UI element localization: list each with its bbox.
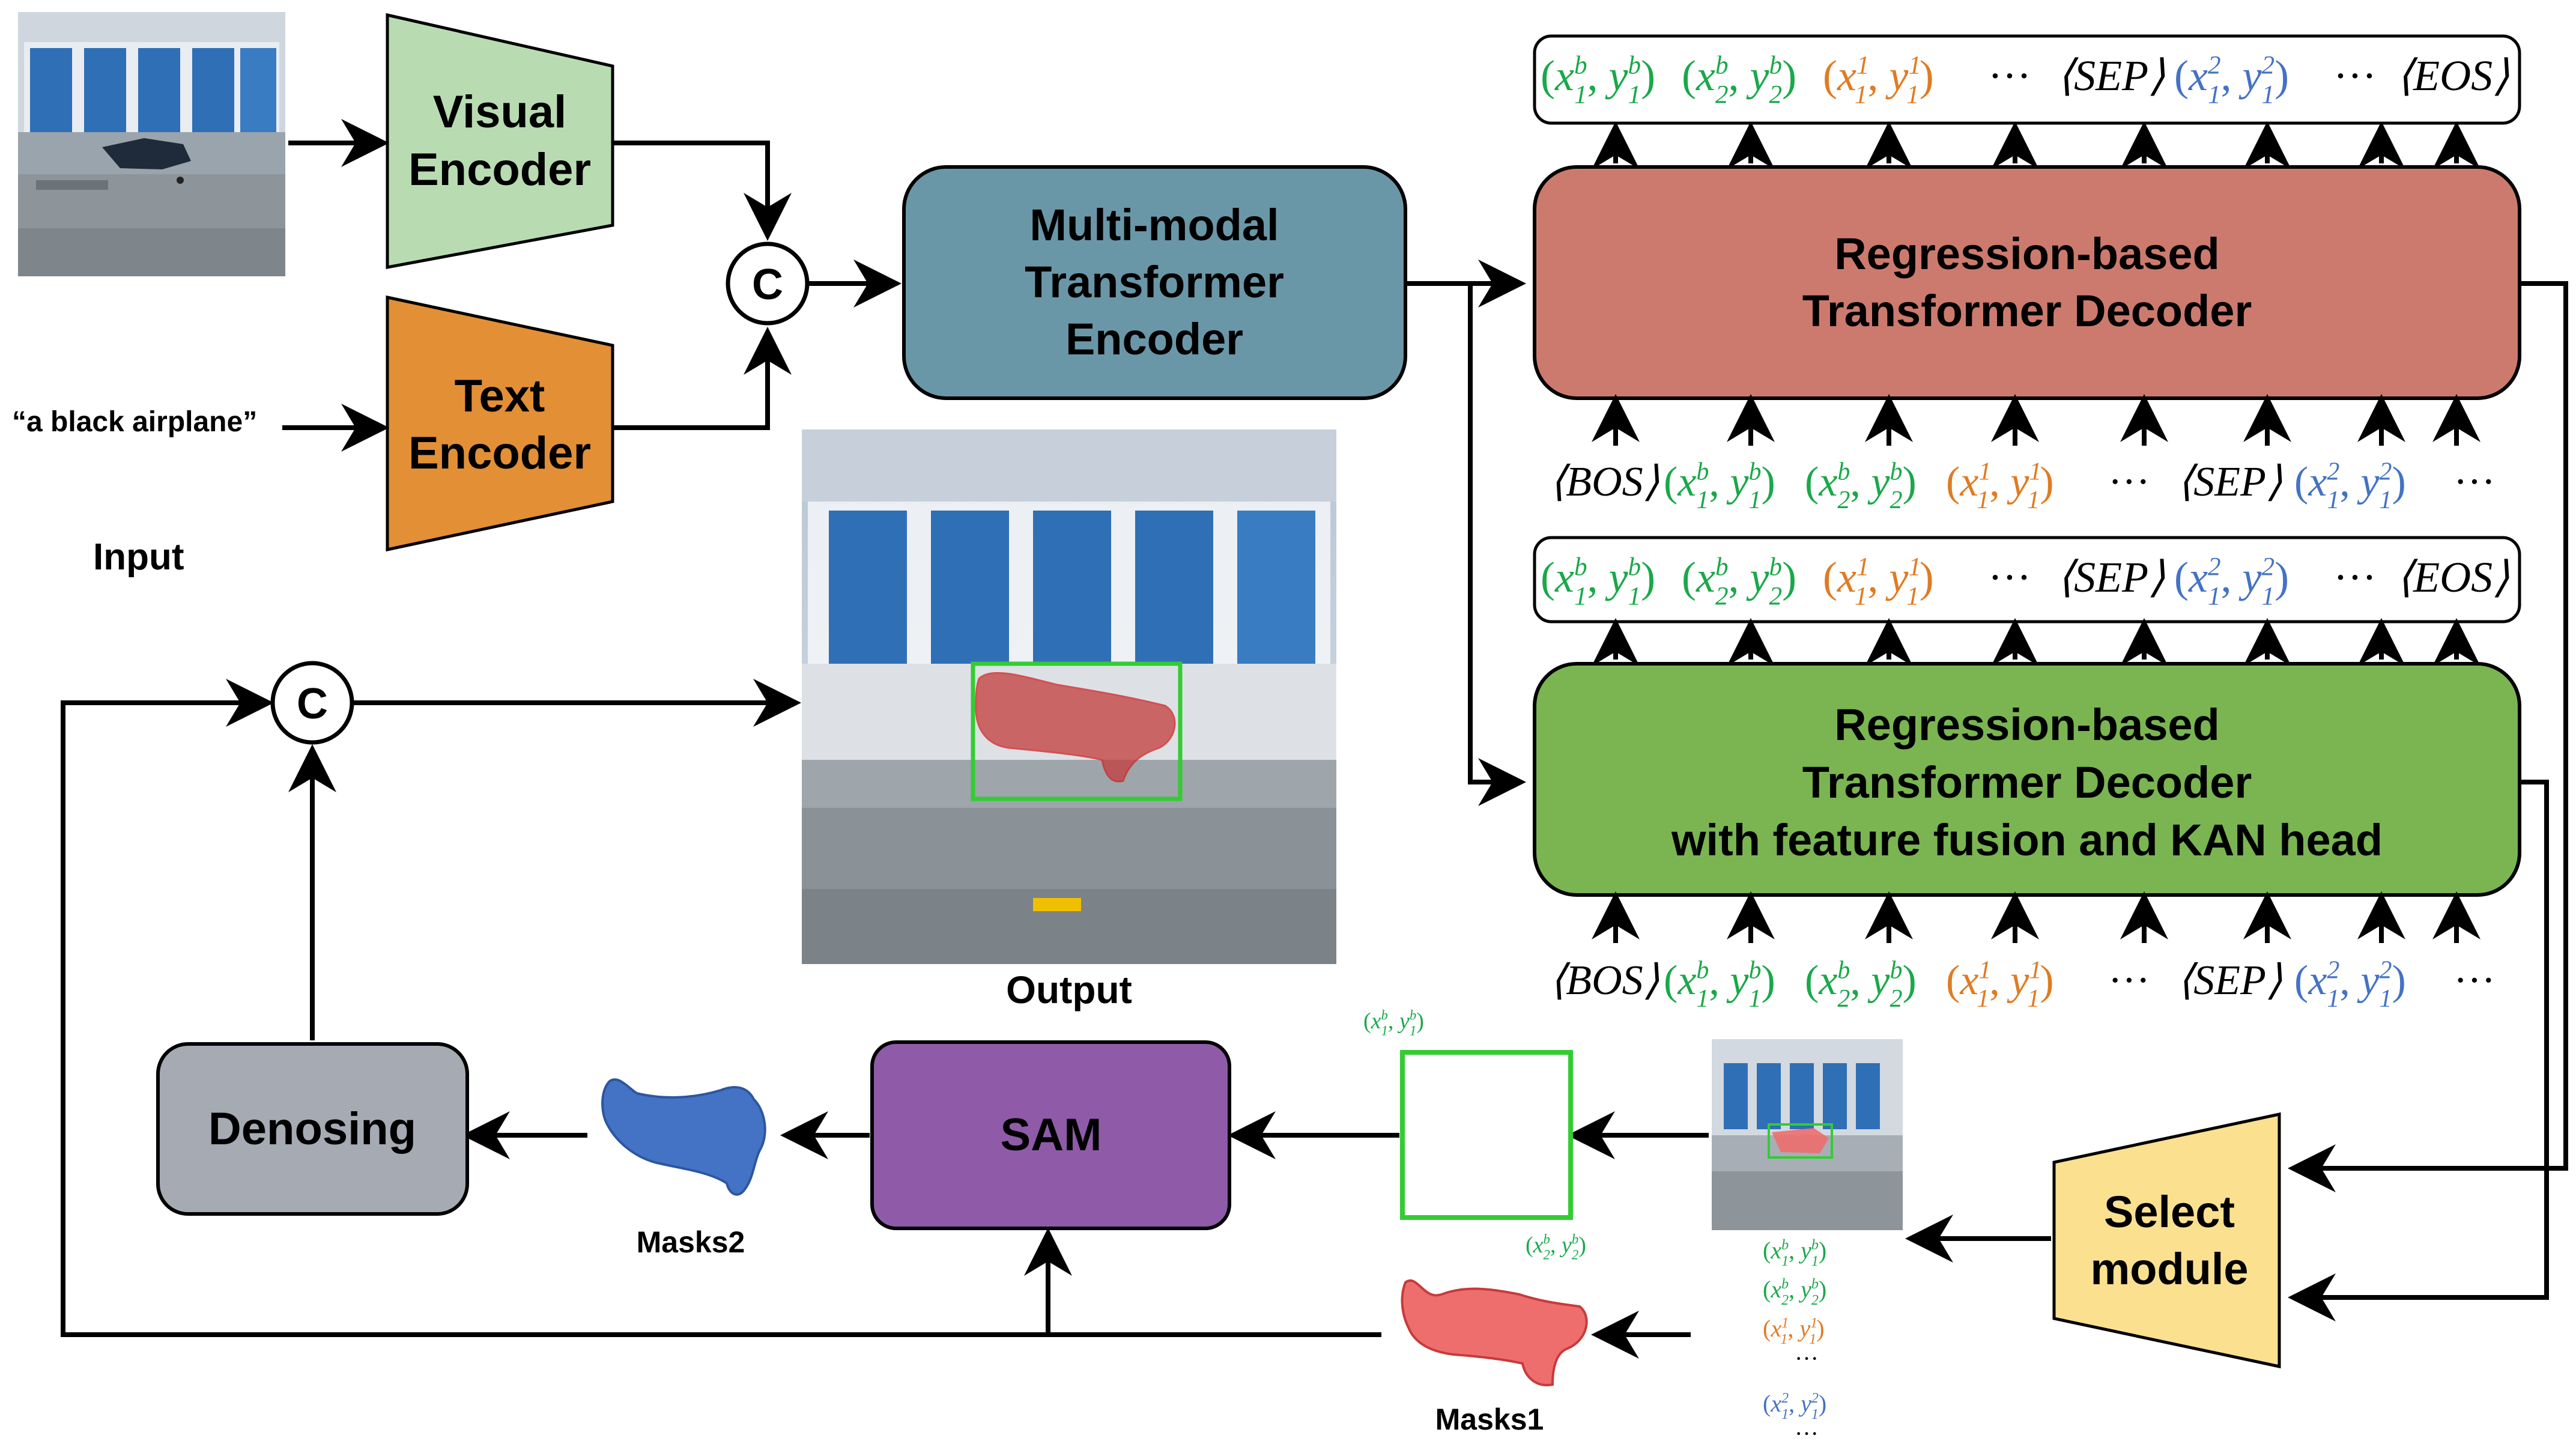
- masks2-label: Masks2: [637, 1225, 745, 1259]
- visual-encoder-label-line1: Visual: [433, 86, 567, 138]
- token-dots: ···: [2108, 459, 2150, 505]
- selected-image-thumbnail: [1712, 1039, 1903, 1230]
- regression-decoder-2: Regression-based Transformer Decoder wit…: [1533, 662, 2521, 897]
- output-label: Output: [1006, 968, 1132, 1012]
- token-dots: ···: [1988, 52, 2031, 100]
- token-bos: ⟨BOS⟩: [1550, 957, 1659, 1004]
- list-dots: ···: [1795, 1345, 1819, 1372]
- mm-encoder-label-line1: Multi-modal: [1029, 200, 1279, 250]
- output-image: [802, 429, 1336, 964]
- visual-encoder-label-line2: Encoder: [408, 144, 591, 195]
- text-encoder: Text Encoder: [386, 295, 614, 552]
- concat-node-top: C: [726, 241, 810, 326]
- token-sep: ⟨SEP⟩: [2177, 459, 2282, 505]
- token-dots: ···: [2453, 957, 2496, 1004]
- arrow-masks1-loop: [61, 679, 1381, 1337]
- regression-decoder-1: Regression-based Transformer Decoder: [1533, 165, 2521, 400]
- arrow-text-to-concat: [614, 327, 792, 430]
- token-sep: ⟨SEP⟩: [2177, 957, 2282, 1004]
- token-dots: ···: [2453, 459, 2496, 505]
- svg-text:C: C: [297, 680, 328, 728]
- decoder1-label-line2: Transformer Decoder: [1802, 286, 2252, 336]
- decoder1-input-arrows: [1592, 394, 2481, 446]
- token-sep: ⟨SEP⟩: [2057, 52, 2165, 100]
- arrow-decoder2-to-select: [2288, 780, 2549, 1321]
- token-dots: ···: [2333, 52, 2377, 100]
- decoder2-label-line3: with feature fusion and KAN head: [1671, 815, 2383, 865]
- input-image: [18, 12, 285, 276]
- decoder2-label-line1: Regression-based: [1834, 700, 2220, 750]
- mm-encoder-label-line3: Encoder: [1065, 314, 1243, 364]
- text-encoder-label-line2: Encoder: [408, 428, 591, 479]
- token-eos: ⟨EOS⟩: [2396, 553, 2509, 601]
- decoder2-output-arrows: [1592, 618, 2481, 666]
- decoder2-label-line2: Transformer Decoder: [1802, 757, 2252, 807]
- decoder2-input-arrows: [1592, 891, 2481, 943]
- visual-encoder: Visual Encoder: [386, 13, 614, 270]
- decoder1-label-line1: Regression-based: [1834, 229, 2220, 279]
- decoder1-output-arrows: [1592, 121, 2481, 169]
- concat-node-bottom: C: [270, 661, 354, 745]
- select-module-label-line2: module: [2090, 1244, 2248, 1294]
- mm-encoder-label-line2: Transformer: [1025, 257, 1284, 307]
- text-query: “a black airplane”: [12, 406, 257, 438]
- token-dots: ···: [1988, 553, 2031, 601]
- list-dots: ···: [1795, 1420, 1819, 1447]
- select-module: Select module: [2052, 1112, 2281, 1369]
- arrow-visual-to-concat: [614, 141, 792, 241]
- token-dots: ···: [2108, 957, 2150, 1004]
- token-sep: ⟨SEP⟩: [2057, 553, 2165, 601]
- mm-transformer-encoder: Multi-modal Transformer Encoder: [902, 165, 1407, 400]
- masks2: Masks2: [601, 1078, 766, 1259]
- arrow-mm-to-decoder2: [1407, 281, 1526, 806]
- token-bos: ⟨BOS⟩: [1550, 459, 1659, 505]
- select-module-label-line1: Select: [2104, 1187, 2235, 1237]
- denoising-module: Denosing: [156, 1042, 469, 1216]
- text-encoder-label-line1: Text: [455, 371, 545, 422]
- sam-module: SAM: [870, 1040, 1231, 1230]
- masks1-label: Masks1: [1435, 1403, 1544, 1436]
- svg-text:C: C: [752, 261, 783, 309]
- arrow-decoder1-to-select: [2288, 281, 2568, 1192]
- masks1: Masks1: [1401, 1279, 1588, 1436]
- denoise-label: Denosing: [208, 1103, 416, 1154]
- sam-label: SAM: [1001, 1109, 1102, 1160]
- token-dots: ···: [2333, 553, 2377, 601]
- input-label: Input: [93, 536, 184, 578]
- token-eos: ⟨EOS⟩: [2396, 52, 2509, 100]
